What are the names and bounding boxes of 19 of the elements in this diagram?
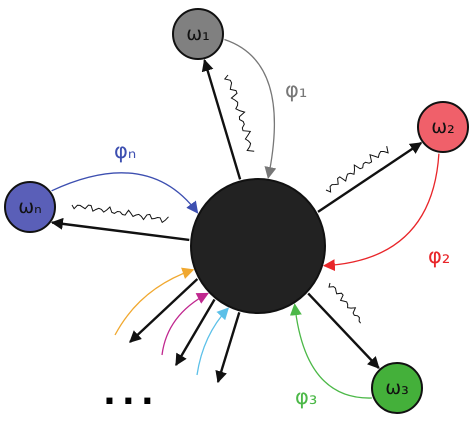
arrow (114, 268, 194, 336)
node-circle: ω₂ (417, 101, 469, 153)
arrow (307, 292, 380, 369)
arrow (174, 298, 216, 366)
node-circle: ω₃ (371, 362, 423, 414)
node-circle: ωₙ (4, 181, 56, 233)
arrow (50, 218, 190, 242)
arrow (317, 142, 422, 213)
arrow (224, 38, 276, 179)
arrow (161, 292, 209, 356)
arrow (129, 278, 198, 343)
node-circle: ω₁ (172, 8, 224, 60)
arrow (215, 312, 240, 384)
arrow (290, 303, 372, 399)
ellipsis-text: ... (103, 376, 160, 410)
arrow (51, 172, 198, 214)
arrow (202, 59, 242, 180)
arrow (322, 154, 440, 271)
arrow (196, 307, 229, 376)
